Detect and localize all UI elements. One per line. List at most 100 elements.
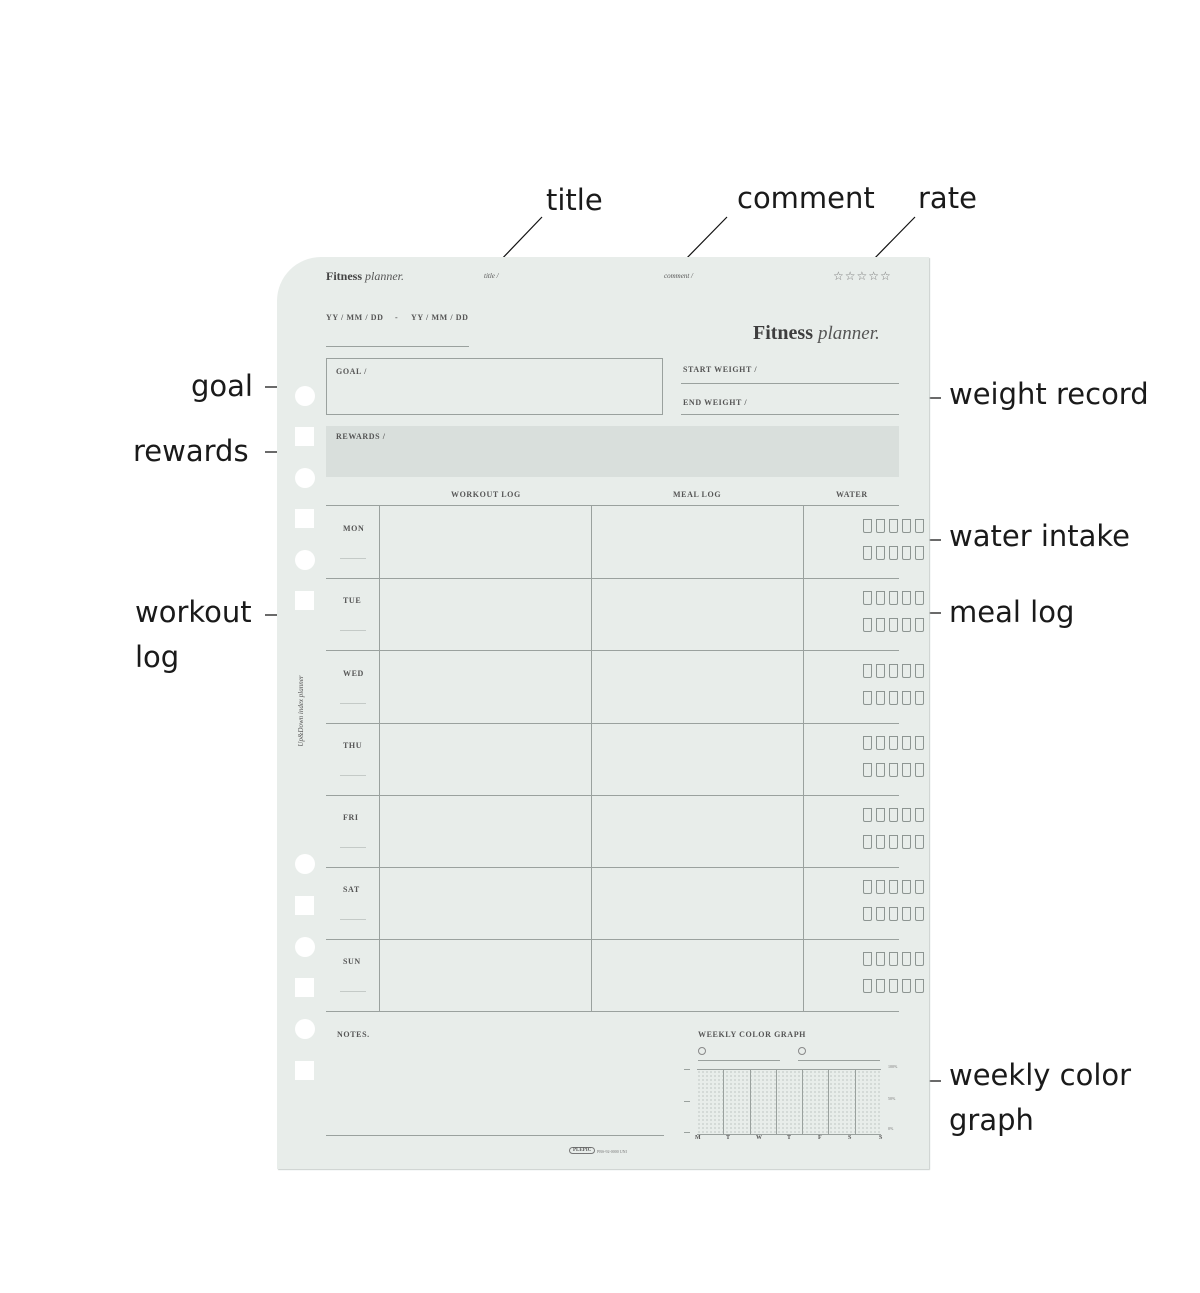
water-glass-icon[interactable] xyxy=(902,691,911,705)
rating-stars[interactable]: ☆☆☆☆☆ xyxy=(833,269,892,283)
legend-line[interactable] xyxy=(798,1060,880,1061)
water-glass-icon[interactable] xyxy=(902,979,911,993)
water-glass-icon[interactable] xyxy=(902,808,911,822)
water-glass-icon[interactable] xyxy=(863,519,872,533)
water-glass-icon[interactable] xyxy=(902,591,911,605)
day-row-sun[interactable]: SUN xyxy=(326,939,924,1012)
water-glass-icon[interactable] xyxy=(915,880,924,894)
day-row-thu[interactable]: THU xyxy=(326,723,924,796)
water-glass-icon[interactable] xyxy=(863,546,872,560)
water-glasses[interactable] xyxy=(863,736,943,790)
water-glass-icon[interactable] xyxy=(863,591,872,605)
water-glasses[interactable] xyxy=(863,591,943,645)
water-glass-icon[interactable] xyxy=(889,618,898,632)
water-glass-icon[interactable] xyxy=(889,952,898,966)
water-glass-icon[interactable] xyxy=(876,880,885,894)
water-glass-icon[interactable] xyxy=(876,591,885,605)
water-glass-icon[interactable] xyxy=(876,546,885,560)
water-glass-icon[interactable] xyxy=(889,664,898,678)
graph-title: WEEKLY COLOR GRAPH xyxy=(698,1030,806,1039)
water-glass-icon[interactable] xyxy=(876,519,885,533)
water-glass-icon[interactable] xyxy=(863,618,872,632)
water-glass-icon[interactable] xyxy=(863,979,872,993)
water-glass-icon[interactable] xyxy=(902,880,911,894)
day-row-wed[interactable]: WED xyxy=(326,651,924,724)
water-glass-icon[interactable] xyxy=(915,907,924,921)
water-glass-icon[interactable] xyxy=(902,546,911,560)
water-glass-icon[interactable] xyxy=(889,907,898,921)
date-start[interactable]: YY / MM / DD xyxy=(326,313,384,322)
title-field-label[interactable]: title / xyxy=(484,272,499,280)
water-glass-icon[interactable] xyxy=(915,835,924,849)
water-glass-icon[interactable] xyxy=(915,691,924,705)
water-glass-icon[interactable] xyxy=(915,618,924,632)
water-glass-icon[interactable] xyxy=(876,691,885,705)
water-glass-icon[interactable] xyxy=(863,835,872,849)
water-glass-icon[interactable] xyxy=(902,736,911,750)
water-glass-icon[interactable] xyxy=(889,736,898,750)
water-glass-icon[interactable] xyxy=(902,952,911,966)
day-row-tue[interactable]: TUE xyxy=(326,578,924,651)
water-glass-icon[interactable] xyxy=(863,763,872,777)
water-glass-icon[interactable] xyxy=(876,736,885,750)
date-end[interactable]: YY / MM / DD xyxy=(411,313,469,322)
water-glass-icon[interactable] xyxy=(915,664,924,678)
water-glass-icon[interactable] xyxy=(863,808,872,822)
water-glass-icon[interactable] xyxy=(876,907,885,921)
water-glass-icon[interactable] xyxy=(889,519,898,533)
water-glasses[interactable] xyxy=(863,664,943,718)
water-glass-icon[interactable] xyxy=(915,519,924,533)
water-glasses[interactable] xyxy=(863,952,943,1006)
water-glass-icon[interactable] xyxy=(902,618,911,632)
water-glasses[interactable] xyxy=(863,808,943,862)
water-glass-icon[interactable] xyxy=(876,979,885,993)
rewards-box[interactable]: REWARDS / xyxy=(326,426,899,477)
water-glass-icon[interactable] xyxy=(915,979,924,993)
water-glass-icon[interactable] xyxy=(876,618,885,632)
day-row-mon[interactable]: MON xyxy=(326,506,924,579)
water-glass-icon[interactable] xyxy=(902,763,911,777)
legend-line[interactable] xyxy=(698,1060,780,1061)
water-glass-icon[interactable] xyxy=(889,979,898,993)
water-glasses[interactable] xyxy=(863,519,943,573)
water-glass-icon[interactable] xyxy=(915,808,924,822)
water-glass-icon[interactable] xyxy=(902,664,911,678)
water-glass-icon[interactable] xyxy=(915,952,924,966)
end-weight-line[interactable] xyxy=(681,414,899,415)
water-glass-icon[interactable] xyxy=(889,691,898,705)
start-weight-line[interactable] xyxy=(681,383,899,384)
water-glass-icon[interactable] xyxy=(889,808,898,822)
comment-field-label[interactable]: comment / xyxy=(664,272,693,280)
legend-circle-icon[interactable] xyxy=(798,1047,806,1055)
water-glass-icon[interactable] xyxy=(915,591,924,605)
water-glass-icon[interactable] xyxy=(889,763,898,777)
goal-box[interactable]: GOAL / xyxy=(326,358,663,415)
water-glass-icon[interactable] xyxy=(863,907,872,921)
water-glass-icon[interactable] xyxy=(902,835,911,849)
water-glass-icon[interactable] xyxy=(876,952,885,966)
water-glass-icon[interactable] xyxy=(876,835,885,849)
water-glass-icon[interactable] xyxy=(902,519,911,533)
water-glass-icon[interactable] xyxy=(863,952,872,966)
day-row-sat[interactable]: SAT xyxy=(326,867,924,940)
water-glass-icon[interactable] xyxy=(889,835,898,849)
legend-circle-icon[interactable] xyxy=(698,1047,706,1055)
water-glass-icon[interactable] xyxy=(889,591,898,605)
water-glass-icon[interactable] xyxy=(902,907,911,921)
water-glass-icon[interactable] xyxy=(863,664,872,678)
water-glass-icon[interactable] xyxy=(889,880,898,894)
water-glass-icon[interactable] xyxy=(876,664,885,678)
water-glass-icon[interactable] xyxy=(915,546,924,560)
day-row-fri[interactable]: FRI xyxy=(326,795,924,868)
water-glass-icon[interactable] xyxy=(915,763,924,777)
water-glass-icon[interactable] xyxy=(863,880,872,894)
water-glass-icon[interactable] xyxy=(863,691,872,705)
water-glass-icon[interactable] xyxy=(876,763,885,777)
water-glasses[interactable] xyxy=(863,880,943,934)
water-glass-icon[interactable] xyxy=(889,546,898,560)
water-glass-icon[interactable] xyxy=(876,808,885,822)
water-glass-icon[interactable] xyxy=(915,736,924,750)
weekly-color-graph[interactable] xyxy=(697,1069,881,1135)
water-glass-icon[interactable] xyxy=(863,736,872,750)
graph-scale-0: 0% xyxy=(888,1126,894,1131)
